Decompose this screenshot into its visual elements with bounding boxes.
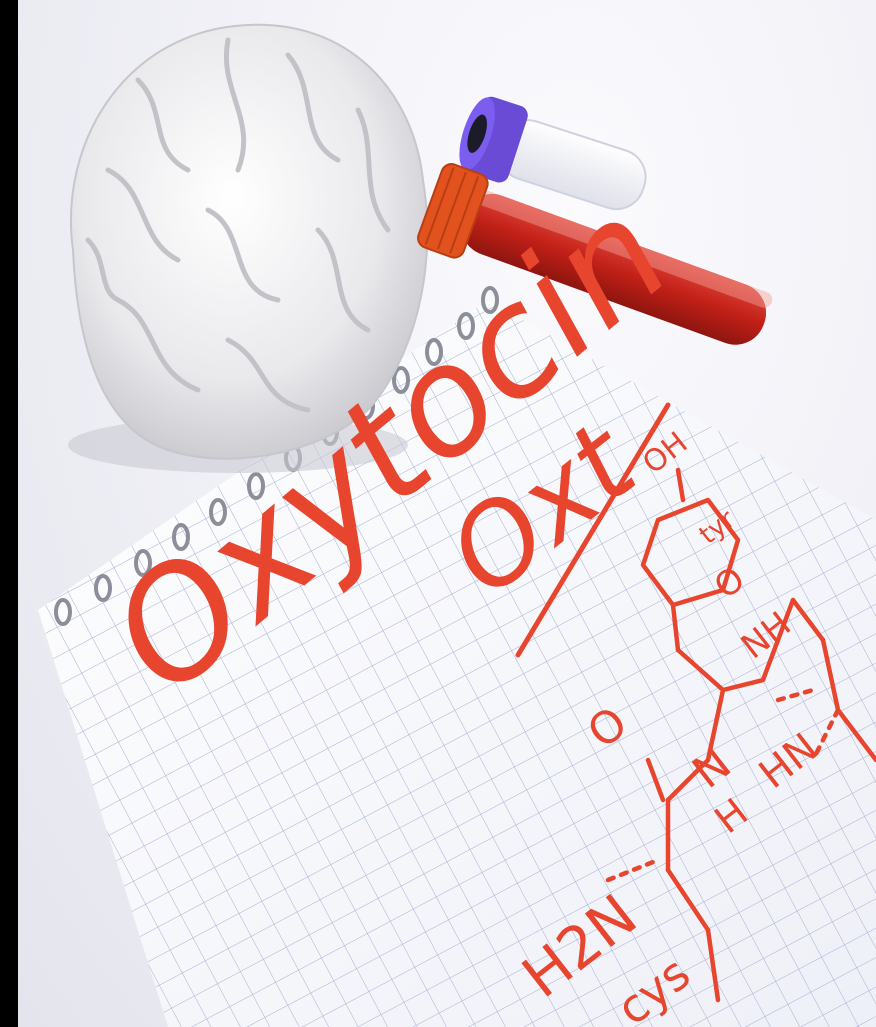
photo-svg: Oxytocin Oxt OH tyr NH O HN O N H H2N cy… <box>38 23 876 1027</box>
black-border <box>0 0 18 1027</box>
brain-model <box>68 23 429 473</box>
blood-test-tube <box>417 163 773 345</box>
underline-stroke <box>515 402 671 658</box>
structural-formula <box>605 467 876 1003</box>
empty-test-tube <box>459 96 647 211</box>
photo: Oxytocin Oxt OH tyr NH O HN O N H H2N cy… <box>18 0 876 1027</box>
